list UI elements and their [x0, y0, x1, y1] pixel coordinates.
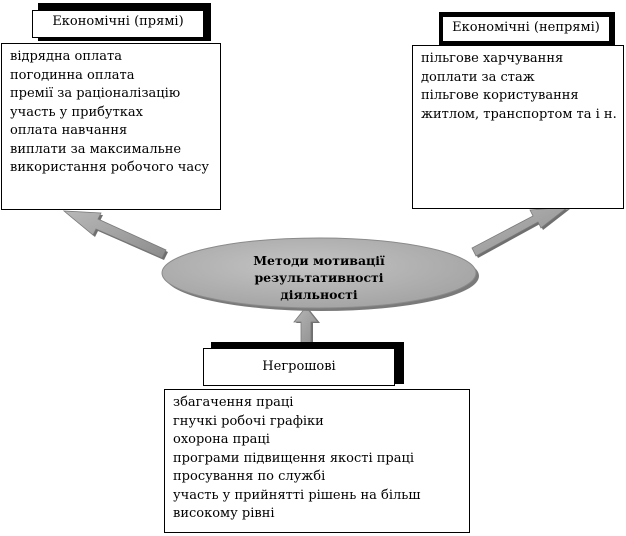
left-list-box: відрядна оплата погодинна оплата премії … [1, 43, 221, 210]
center-title: Методи мотивації результативності діяльн… [219, 252, 419, 303]
bottom-title-box: Негрошові [203, 348, 395, 386]
list-item: оплата навчання [10, 123, 128, 138]
left-title-box: Економічні (прямі) [32, 10, 204, 38]
arrow-to-left-box [62, 210, 168, 260]
list-item: участь у прийнятті рішень на більш [173, 487, 421, 503]
list-item: премії за раціоналізацію [10, 86, 181, 101]
list-item: високому рівні [173, 506, 275, 521]
center-title-line1: Методи мотивації [253, 253, 385, 268]
list-item: гнучкі робочі графіки [173, 413, 324, 429]
bottom-list-box: збагачення праці гнучкі робочі графіки о… [164, 389, 470, 533]
list-item: програми підвищення якості праці [173, 450, 415, 466]
center-title-line2: результативності [254, 270, 384, 285]
arrow-from-bottom-box [293, 306, 320, 346]
right-title-box: Економічні (непрямі) [442, 16, 610, 42]
arrow-to-right-box [471, 206, 570, 258]
list-item: участь у прибутках [10, 104, 143, 120]
list-item: пільгове харчування [421, 51, 564, 66]
list-item: збагачення праці [173, 395, 294, 410]
list-item: охорона праці [173, 432, 270, 447]
list-item: просування по службі [173, 469, 326, 484]
list-item: відрядна оплата [10, 49, 122, 64]
list-item: житлом, транспортом та і н. [421, 106, 617, 122]
list-item: доплати за стаж [421, 69, 535, 85]
right-list-box: пільгове харчування доплати за стаж піль… [412, 45, 624, 209]
center-title-line3: діяльності [280, 287, 358, 302]
list-item: використання робочого часу [10, 160, 210, 175]
list-item: пільгове користування [421, 88, 579, 103]
list-item: виплати за максимальне [10, 141, 182, 157]
center-ellipse [161, 237, 479, 311]
list-item: погодинна оплата [10, 67, 135, 83]
